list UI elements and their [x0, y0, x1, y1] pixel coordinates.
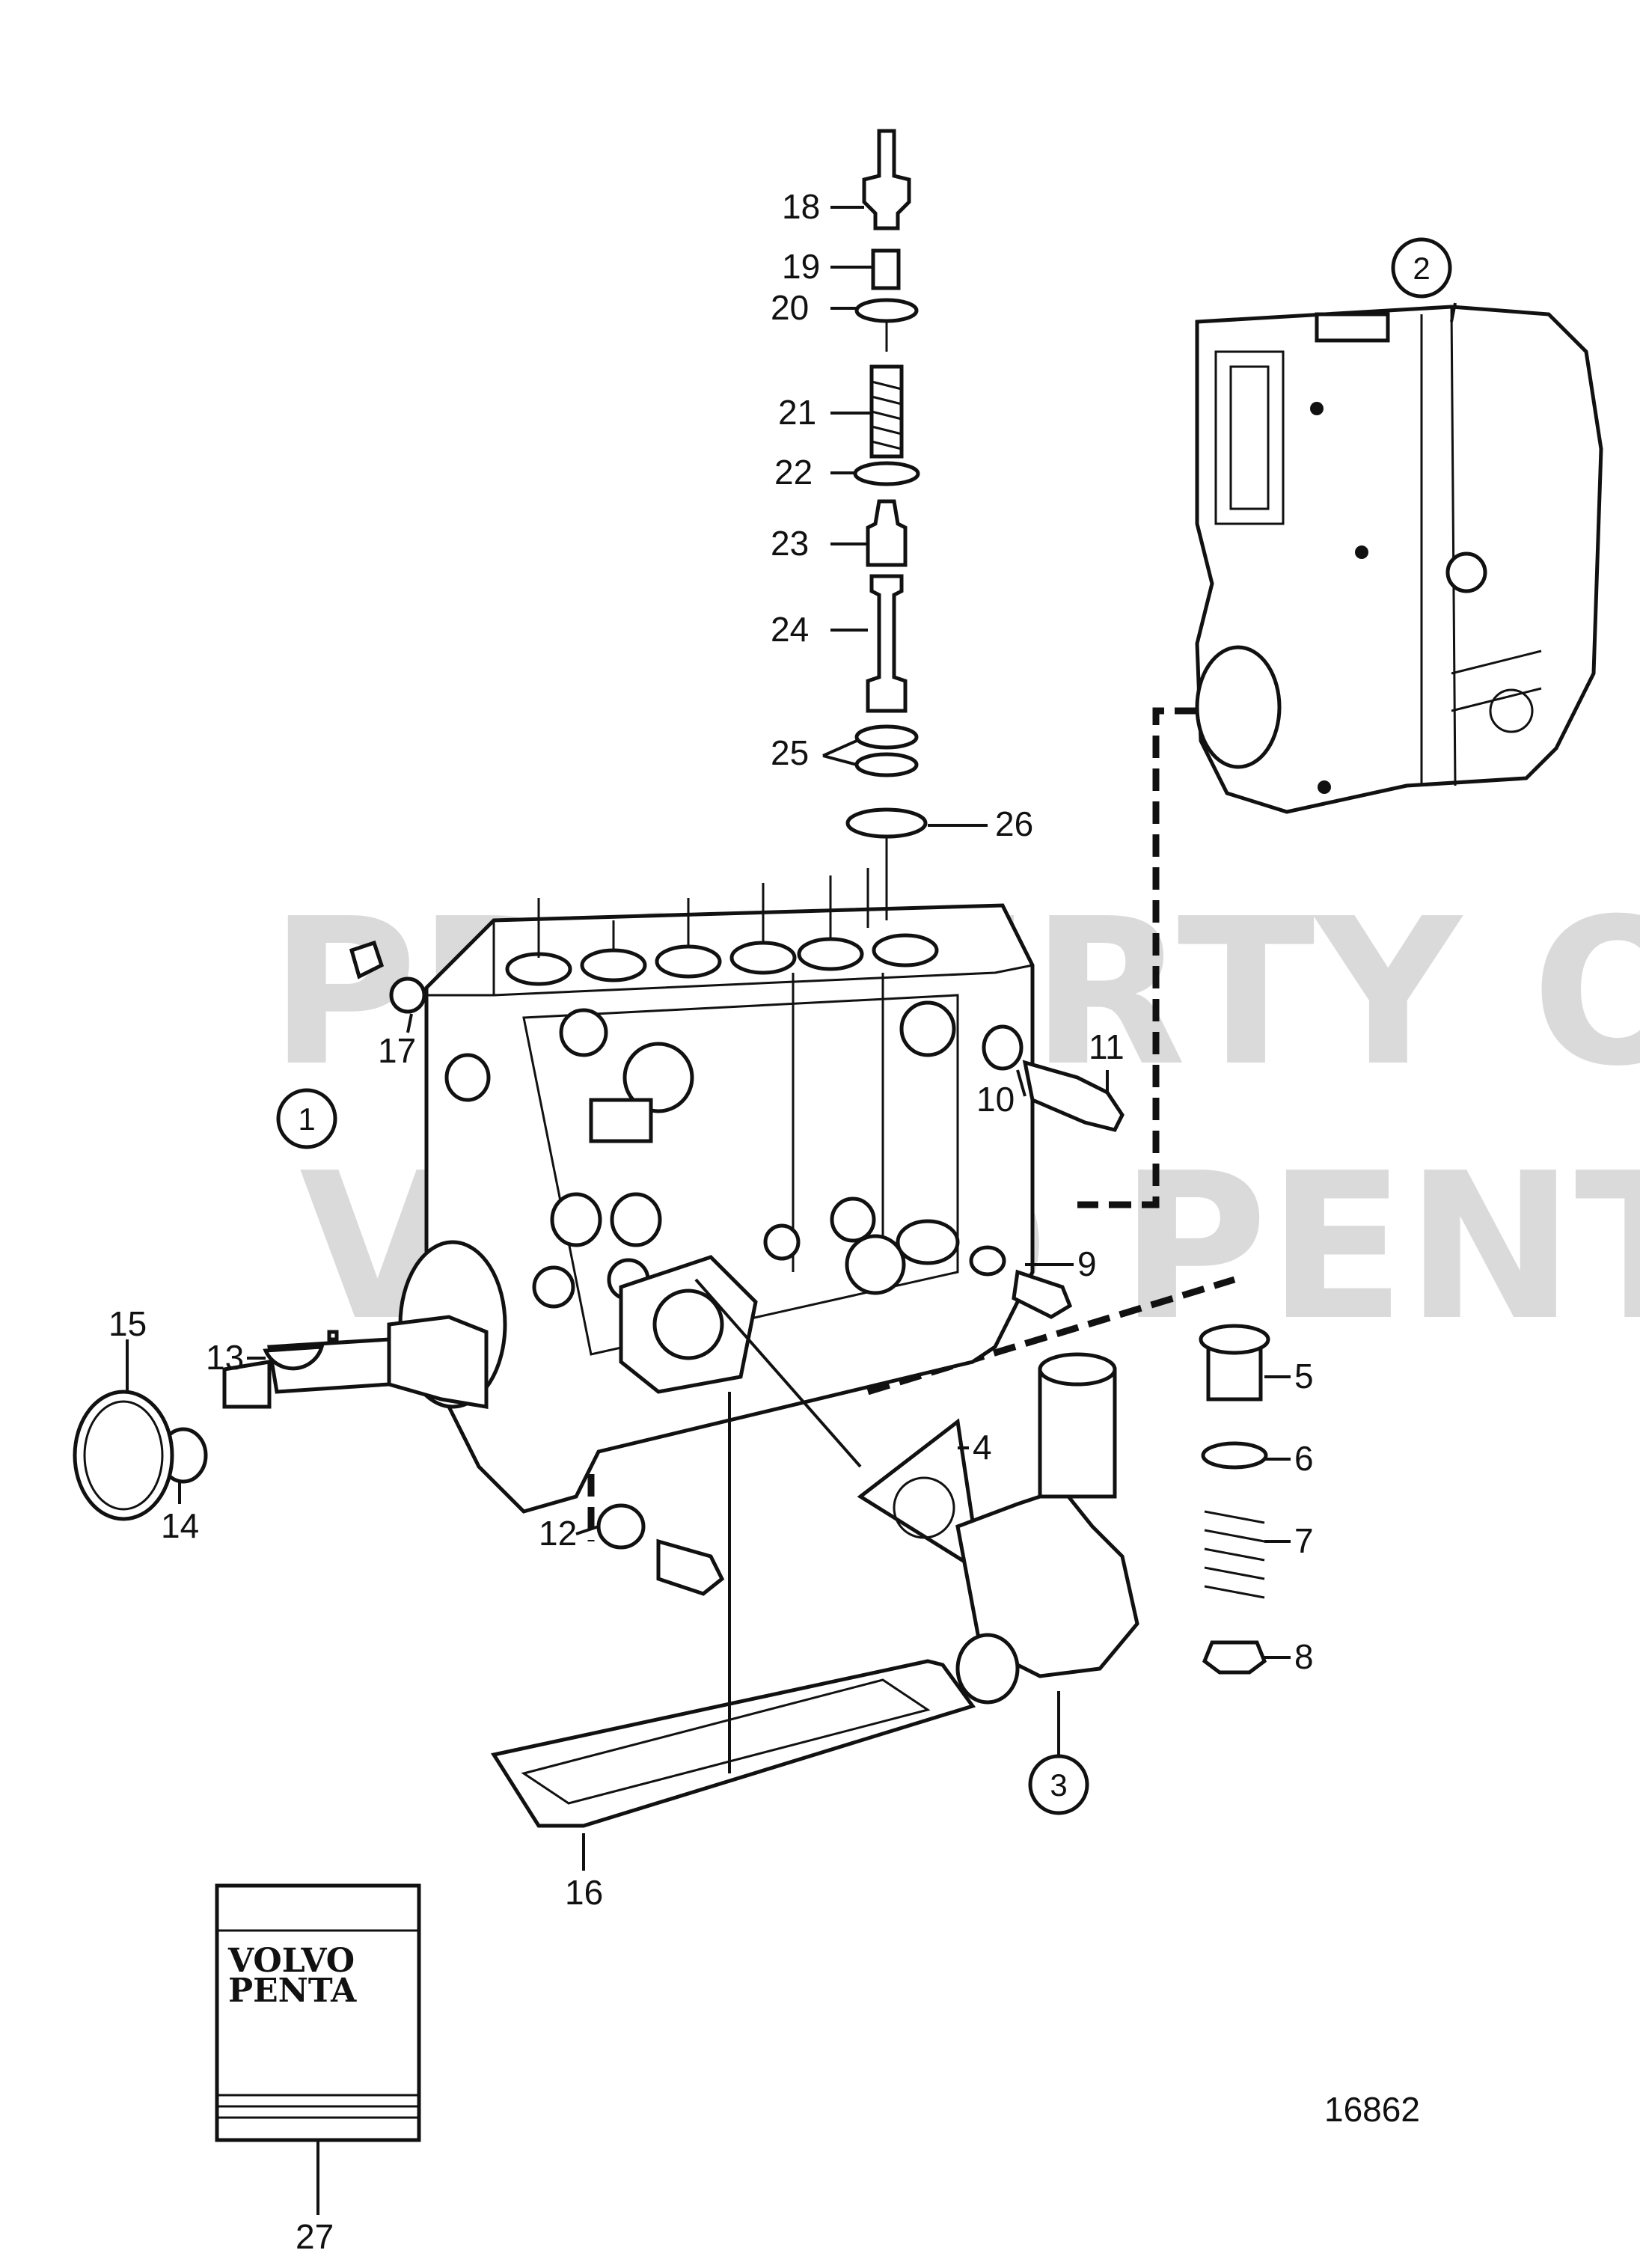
callout-27: 27	[296, 2217, 334, 2256]
callout-5: 5	[1294, 1357, 1314, 1396]
circled-callouts: 2 1 3	[276, 237, 1452, 1815]
callout-25: 25	[771, 733, 809, 772]
callout-8: 8	[1294, 1637, 1314, 1676]
book-brand-line-1: VOLVO	[227, 1942, 355, 1980]
callout-circle-2	[1391, 237, 1452, 299]
callout-14: 14	[161, 1506, 199, 1545]
numeric-callouts: 18 19 20 21 22 23 24 25 26 11 10 9 5 6 7…	[108, 187, 1314, 2256]
callout-circle-1	[276, 1088, 337, 1149]
feed-pump-group	[490, 1324, 1270, 1828]
callout-4: 4	[973, 1428, 992, 1467]
callout-20: 20	[771, 288, 809, 327]
callout-1: 1	[298, 1101, 315, 1137]
callout-9: 9	[1077, 1244, 1097, 1283]
callout-17: 17	[378, 1031, 416, 1070]
callout-22: 22	[774, 453, 813, 492]
callout-3: 3	[1050, 1767, 1067, 1803]
callout-circle-3	[1028, 1754, 1089, 1815]
book-brand-line-2: PENTA	[228, 1972, 357, 2010]
callout-24: 24	[771, 610, 809, 649]
callout-12: 12	[539, 1514, 577, 1553]
governor-housing	[1195, 305, 1603, 814]
callout-2: 2	[1413, 251, 1430, 286]
delivery-valve-stack	[845, 129, 928, 920]
callout-11: 11	[1089, 1027, 1125, 1066]
callout-10: 10	[976, 1080, 1015, 1119]
callout-23: 23	[771, 524, 809, 563]
callout-16: 16	[565, 1873, 603, 1912]
callout-21: 21	[778, 393, 816, 432]
callout-19: 19	[782, 247, 820, 286]
callout-7: 7	[1294, 1521, 1314, 1560]
callout-18: 18	[782, 187, 820, 226]
callout-15: 15	[108, 1304, 147, 1343]
callout-13: 13	[206, 1338, 244, 1377]
parts-book: VOLVO PENTA	[215, 1883, 421, 2142]
pump-housing	[222, 868, 1035, 1514]
figure-number: 16862	[1324, 2090, 1420, 2129]
leader-lines	[126, 206, 1457, 2215]
callout-26: 26	[995, 804, 1033, 843]
callout-6: 6	[1294, 1439, 1314, 1478]
